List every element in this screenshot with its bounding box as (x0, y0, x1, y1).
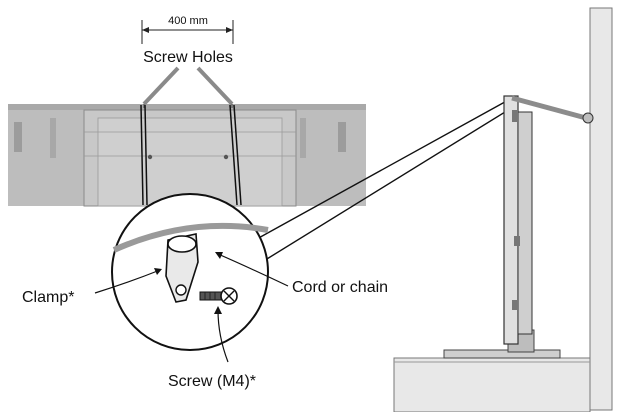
screw-hole-left (147, 154, 153, 160)
wall-anchor (582, 112, 594, 124)
screw-holes-label: Screw Holes (143, 49, 233, 66)
dimension-indicator (141, 20, 234, 44)
leader-arrows (94, 252, 289, 363)
display-side-view (443, 95, 561, 359)
zoom-callout-lines (140, 97, 519, 263)
screw-label: Screw (M4)* (168, 373, 256, 390)
screw-hole-right (223, 154, 229, 160)
screw-holes-pointer (142, 66, 234, 108)
clamp-graphic (165, 233, 199, 303)
display-rear-panel (8, 104, 366, 207)
cord-in-detail (112, 222, 269, 253)
detail-magnifier (111, 193, 269, 351)
screw-graphic (199, 287, 238, 305)
cord-to-wall (511, 95, 594, 124)
cord-label: Cord or chain (292, 279, 388, 296)
wall (589, 7, 613, 411)
shelf (393, 357, 591, 412)
dimension-label: 400 mm (168, 15, 208, 27)
clamp-label: Clamp* (22, 289, 74, 306)
